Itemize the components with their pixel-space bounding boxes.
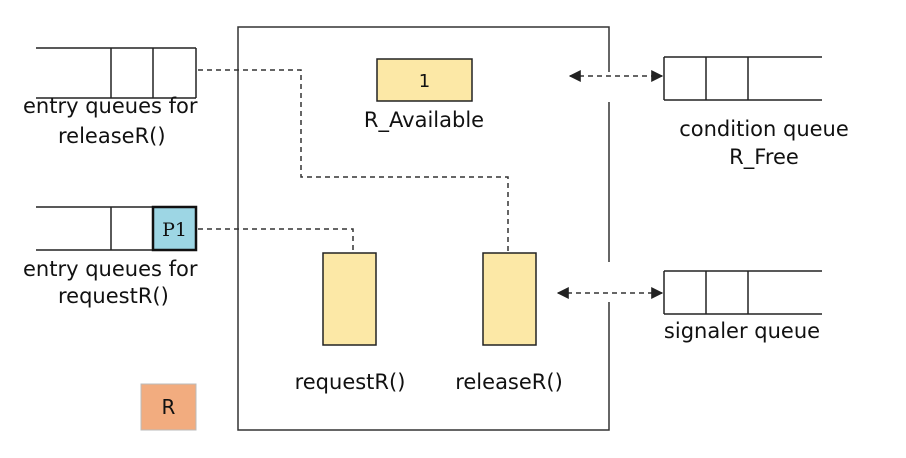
procedure-release-label: releaseR(): [455, 370, 563, 394]
signaler-queue: [663, 270, 822, 315]
procedure-release-box: [482, 252, 537, 346]
resource-box: [140, 383, 197, 431]
procedure-request-label: requestR(): [295, 370, 406, 394]
variable-box: [376, 58, 473, 102]
entry-queue-release-label-2: releaseR(): [58, 124, 166, 148]
request-connector: [198, 228, 354, 251]
process-p1-label: P1: [162, 219, 187, 241]
signaler-queue-label: signaler queue: [664, 319, 820, 343]
variable-value: 1: [419, 71, 430, 92]
variable-name: R_Available: [364, 108, 484, 133]
entry-queue-request-label-1: entry queues for: [23, 257, 198, 281]
resource-label: R: [162, 395, 176, 419]
entry-queue-release: [36, 47, 197, 99]
release-connector: [198, 69, 509, 251]
dashed-connectors: [198, 69, 664, 299]
condition-queue-label-2: R_Free: [729, 145, 799, 170]
condition-queue: [663, 56, 822, 101]
condition-queue-label-1: condition queue: [679, 117, 849, 141]
entry-queue-request-label-2: requestR(): [58, 284, 169, 308]
procedure-request-box: [322, 252, 377, 346]
process-p1-box: [151, 205, 198, 252]
entry-queue-release-label-1: entry queues for: [23, 94, 198, 118]
